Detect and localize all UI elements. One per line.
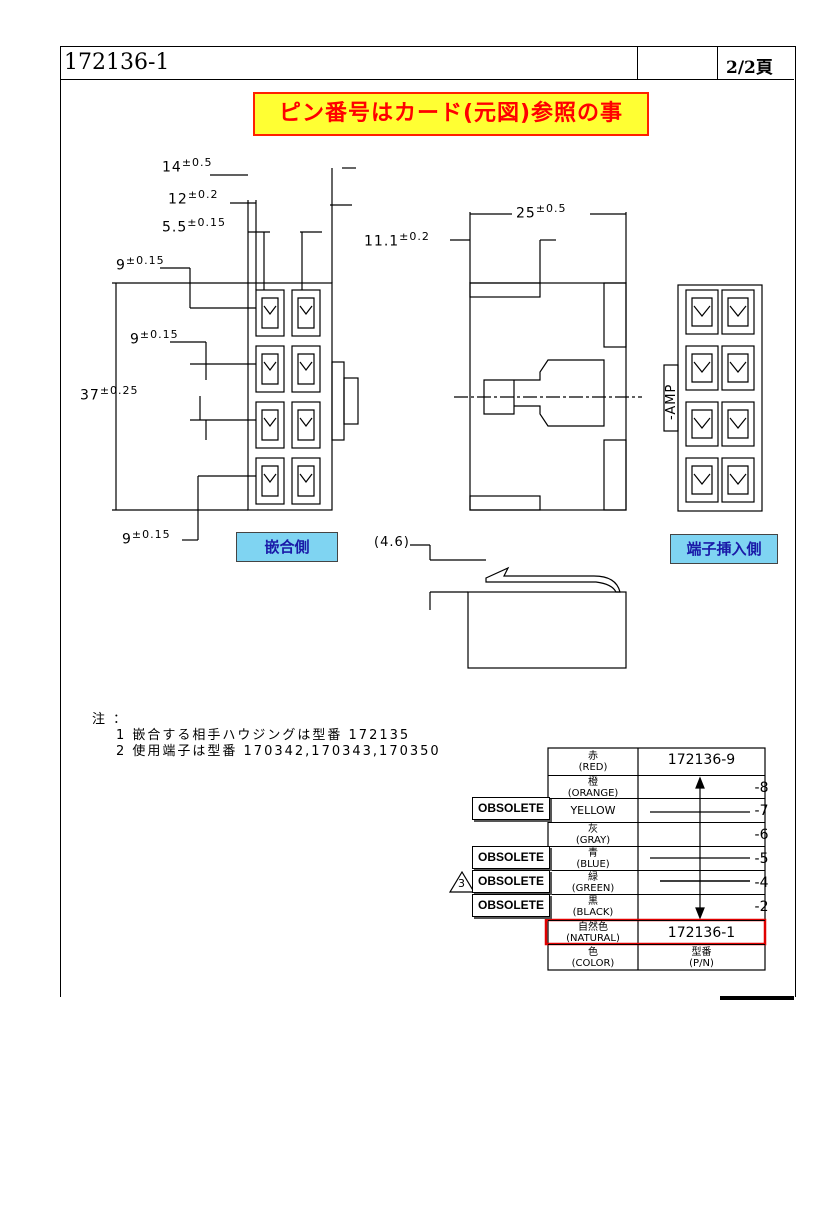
dim-11-1: 11.1±0.2 bbox=[364, 230, 430, 250]
terminal-side-label: 端子挿入側 bbox=[670, 534, 778, 564]
table-row: 灰(GRAY) -6 bbox=[548, 822, 768, 847]
dim-9b: 9±0.15 bbox=[130, 328, 179, 348]
table-row: 橙(ORANGE) -8 bbox=[548, 775, 768, 799]
obsolete-badge: OBSOLETE bbox=[472, 894, 550, 917]
title-block: 172136-1 2/2頁 bbox=[60, 46, 794, 80]
dim-14: 14±0.5 bbox=[162, 156, 213, 176]
table-row: 緑(GREEN) -4 bbox=[548, 870, 768, 895]
latch-view bbox=[410, 544, 627, 669]
table-row: 黒(BLACK) -2 bbox=[548, 894, 768, 919]
side-view bbox=[450, 212, 642, 511]
mating-side-label: 嵌合側 bbox=[236, 532, 338, 562]
obsolete-badge: OBSOLETE bbox=[472, 797, 550, 820]
obsolete-badge: OBSOLETE bbox=[472, 870, 550, 893]
table-row: YELLOW -7 bbox=[548, 798, 768, 823]
revision-number: 3 bbox=[458, 877, 466, 890]
table-row: 自然色(NATURAL) 172136-1 bbox=[548, 920, 765, 945]
dim-9a: 9±0.15 bbox=[116, 254, 165, 274]
bottom-rule bbox=[720, 996, 794, 1000]
dim-12: 12±0.2 bbox=[168, 188, 219, 208]
table-row: 青(BLUE) -5 bbox=[548, 846, 768, 871]
part-number: 172136-1 bbox=[64, 50, 170, 75]
table-row: 色(COLOR) 型番(P/N) bbox=[548, 944, 765, 971]
dim-5-5: 5.5±0.15 bbox=[162, 216, 226, 236]
dim-25: 25±0.5 bbox=[516, 202, 567, 222]
rear-view bbox=[663, 284, 763, 512]
pin-number-banner: ピン番号はカード(元図)参照の事 bbox=[253, 92, 649, 136]
dim-9c: 9±0.15 bbox=[122, 528, 171, 548]
note-line-2: 2 使用端子は型番 170342,170343,170350 bbox=[116, 744, 441, 759]
obsolete-badge: OBSOLETE bbox=[472, 846, 550, 869]
page-number: 2/2頁 bbox=[726, 58, 773, 78]
revision-triangle bbox=[448, 870, 476, 893]
dim-37: 37±0.25 bbox=[80, 384, 139, 404]
amp-marking: -AMP bbox=[664, 383, 679, 420]
notes-heading: 注 ： bbox=[92, 712, 129, 727]
front-view bbox=[112, 167, 359, 541]
dim-4-6: (4.6) bbox=[374, 535, 410, 550]
note-line-1: 1 嵌合する相手ハウジングは型番 172135 bbox=[116, 728, 411, 743]
table-row: 赤(RED) 172136-9 bbox=[578, 751, 736, 773]
